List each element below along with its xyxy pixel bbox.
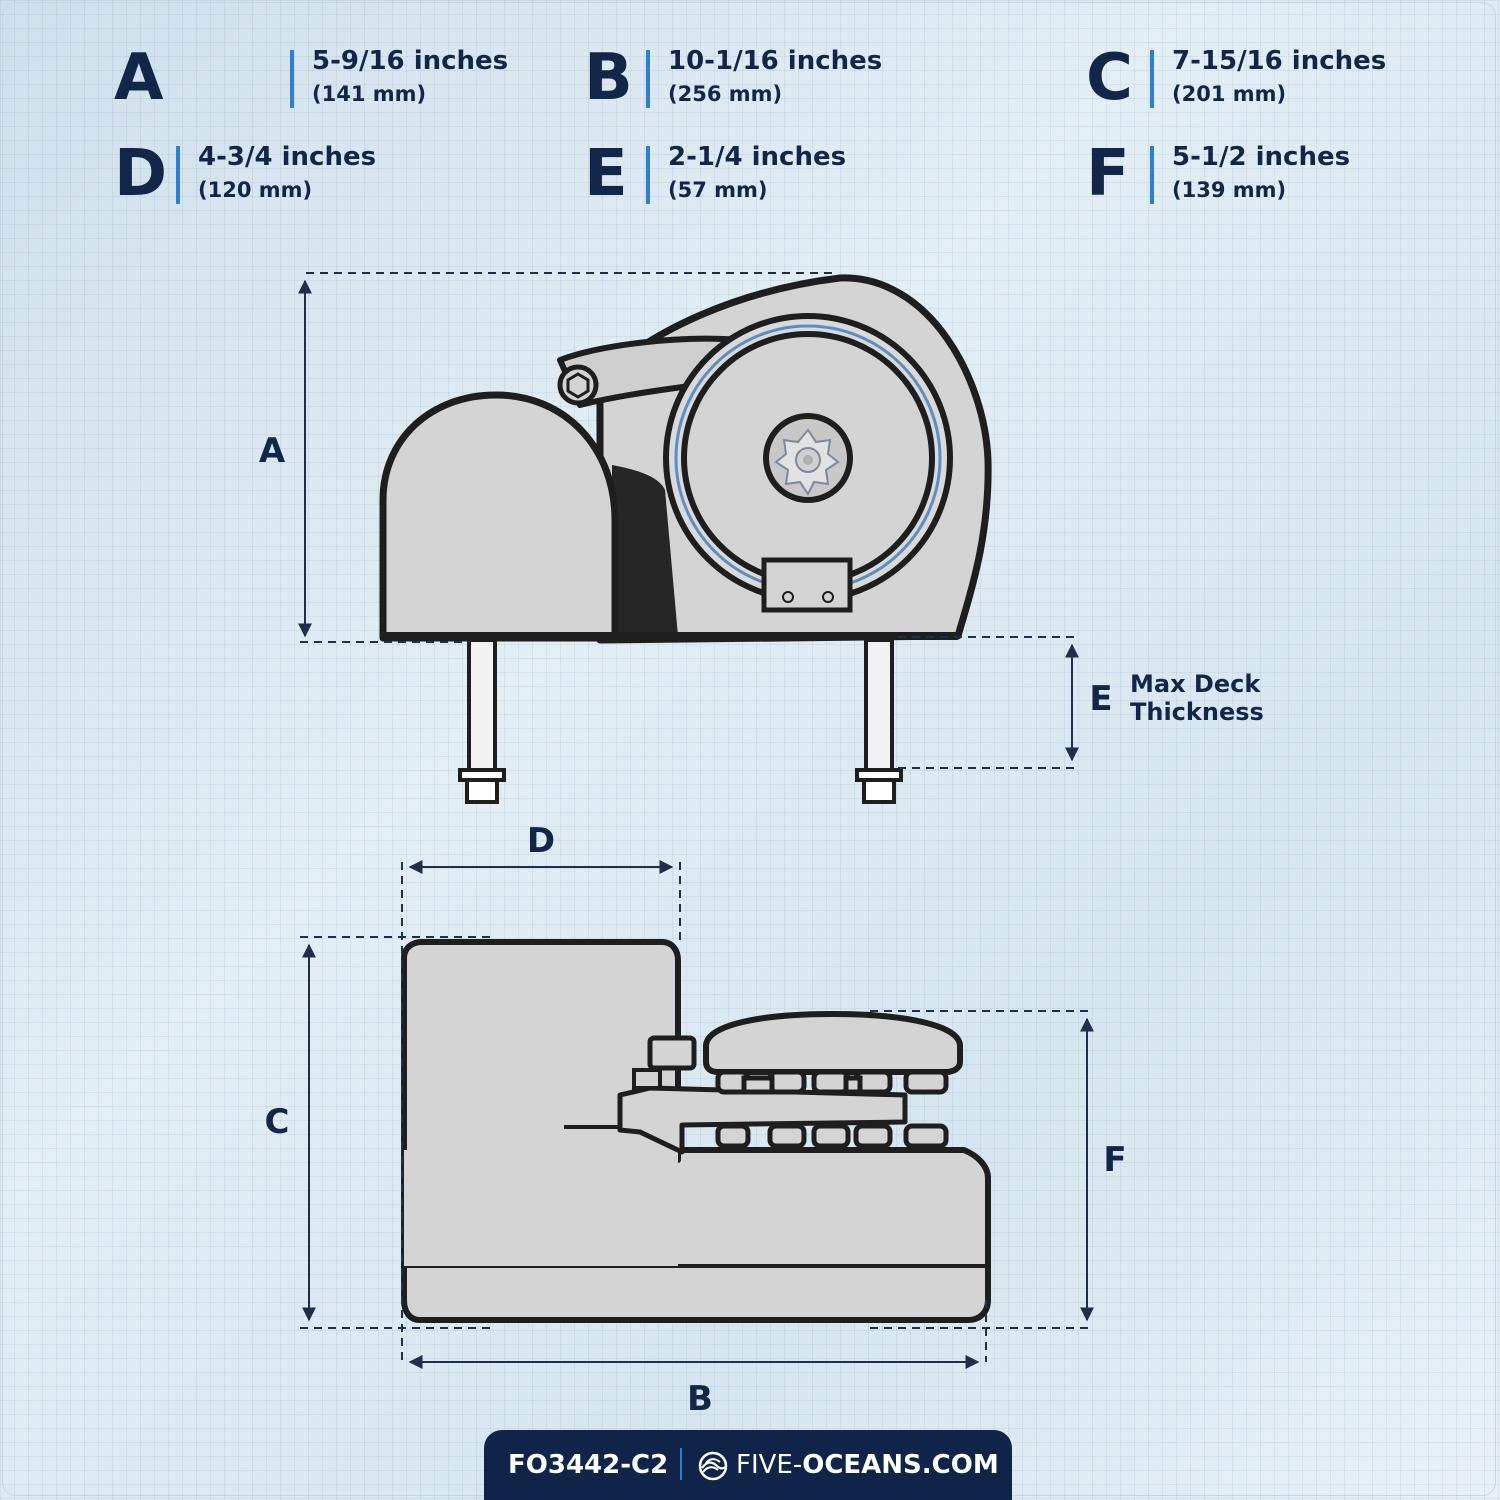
dimension-c: C 7-15/16 inches (201 mm) [1086, 41, 1416, 115]
dimension-mm: (256 mm) [668, 82, 783, 106]
note-line-2: Thickness [1130, 698, 1264, 726]
dimension-divider [1150, 146, 1154, 204]
dimension-mm: (57 mm) [668, 178, 768, 202]
website[interactable]: FIVE-OCEANS.COM [736, 1450, 999, 1480]
dimension-d: D 4-3/4 inches (120 mm) [114, 137, 414, 211]
dimension-divider [1150, 50, 1154, 108]
dimension-inches: 7-15/16 inches [1172, 46, 1387, 76]
label-d: D [527, 821, 555, 861]
label-f: F [1103, 1140, 1126, 1180]
dimension-mm: (201 mm) [1172, 82, 1287, 106]
dimension-a: A 5-9/16 inches (141 mm) [114, 41, 508, 115]
top-motor-cover [401, 939, 681, 1163]
top-drum-cap [703, 1011, 963, 1075]
label-e: E [1089, 679, 1112, 719]
dimension-inches: 5-1/2 inches [1172, 142, 1351, 172]
dimension-letter: C [1086, 41, 1133, 115]
deck-thickness-note: Max Deck Thickness [1130, 670, 1264, 726]
label-a: A [259, 431, 286, 471]
top-view: D C F B [265, 821, 1127, 1419]
dimension-letter: D [114, 137, 168, 211]
dimension-inches: 10-1/16 inches [668, 46, 883, 76]
side-stud-left [467, 638, 497, 774]
dimension-letter: A [114, 41, 164, 115]
dimension-divider [290, 50, 294, 108]
label-c: C [265, 1102, 290, 1142]
wave-logo-icon [698, 1451, 728, 1481]
dimension-letter: E [584, 137, 628, 211]
dimension-inches: 2-1/4 inches [668, 142, 847, 172]
dimension-f: F 5-1/2 inches (139 mm) [1086, 137, 1386, 211]
dimension-mm: (120 mm) [198, 178, 313, 202]
side-motor-cover [379, 391, 619, 642]
dimension-inches: 4-3/4 inches [198, 142, 377, 172]
side-view: A E [259, 272, 1113, 804]
side-plate [761, 557, 853, 613]
website-main: OCEANS.COM [802, 1450, 999, 1480]
dimension-e: E 2-1/4 inches (57 mm) [584, 137, 884, 211]
footer-divider [680, 1448, 682, 1480]
dimension-mm: (139 mm) [1172, 178, 1287, 202]
side-gearbox-shadow [612, 465, 678, 636]
model-number: FO3442-C2 [508, 1450, 669, 1480]
dimension-inches: 5-9/16 inches [312, 46, 509, 76]
label-b: B [687, 1379, 713, 1419]
dimension-letter: F [1086, 137, 1130, 211]
dimension-mm: (141 mm) [312, 82, 427, 106]
dimension-letter: B [584, 41, 633, 115]
top-gypsy-lower [715, 1123, 949, 1149]
footer-badge: FO3442-C2 FIVE-OCEANS.COM [484, 1430, 1012, 1500]
dimension-divider [176, 146, 180, 204]
dimension-b: B 10-1/16 inches (256 mm) [584, 41, 924, 115]
side-arm-bolt [557, 364, 599, 406]
note-line-1: Max Deck [1130, 670, 1261, 698]
dimension-divider [646, 146, 650, 204]
top-gypsy-upper [715, 1069, 949, 1095]
side-stud-right [864, 638, 894, 774]
dimension-divider [646, 50, 650, 108]
website-prefix: FIVE- [736, 1450, 803, 1480]
